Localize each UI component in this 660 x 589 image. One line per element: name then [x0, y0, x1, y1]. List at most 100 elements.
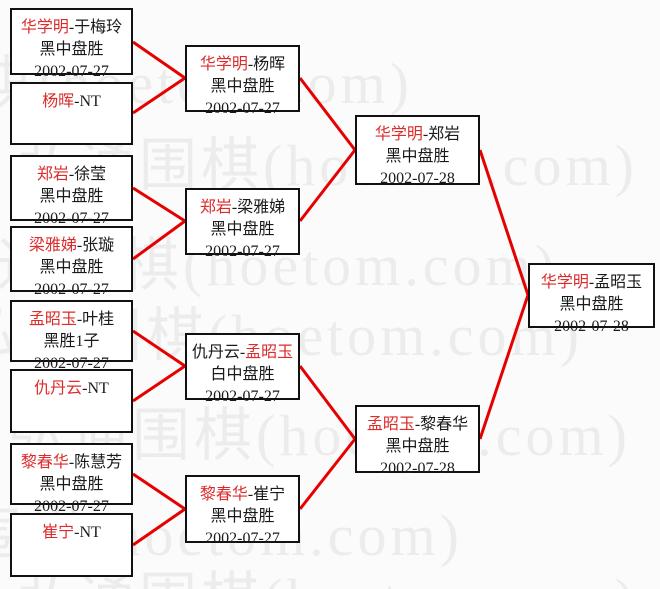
player-name: 陈慧芳 [74, 454, 123, 471]
player-separator: - [247, 56, 254, 73]
player-name: 叶桂 [82, 311, 115, 328]
match-date: 2002-07-27 [34, 210, 109, 227]
match-box-final-1: 华学明-孟昭玉黑中盘胜 2002-07-28 [528, 263, 655, 335]
player-separator: - [74, 93, 80, 110]
match-date: 2002-07-28 [554, 318, 629, 335]
player-separator: - [239, 344, 246, 361]
match-box-round-1-8: 崔宁-NT [10, 513, 133, 577]
match-players: 黎春华-陈慧芳 [12, 452, 131, 474]
winner-name: 梁雅娣 [28, 237, 77, 254]
match-box-round-2-3: 仇丹云-孟昭玉白中盘胜 2002-07-27 [185, 333, 300, 405]
connector-line [132, 76, 186, 115]
match-players: 华学明-郑岩 [357, 124, 478, 146]
connector-line [478, 149, 530, 296]
connector-line [132, 472, 186, 511]
match-players: 孟昭玉-黎春华 [357, 414, 478, 436]
match-box-round-1-3: 郑岩-徐莹黑中盘胜 2002-07-27 [10, 155, 133, 227]
match-date: 2002-07-28 [380, 460, 455, 477]
match-result: 黑中盘胜 [39, 188, 104, 205]
winner-name: 杨晖 [42, 93, 75, 110]
connector-line [132, 186, 186, 223]
player-name: 孟昭玉 [594, 274, 643, 291]
player-separator: - [422, 126, 429, 143]
player-name: NT [79, 93, 101, 110]
match-box-round-1-2: 杨晖-NT [10, 82, 133, 145]
match-box-round-1-6: 仇丹云-NT [10, 369, 133, 433]
player-name: NT [87, 380, 109, 397]
winner-name: 郑岩 [36, 166, 69, 183]
connector-line [298, 149, 357, 222]
match-result: 黑中盘胜 [210, 221, 275, 238]
player-name: 黎春华 [420, 416, 469, 433]
connector-line [132, 364, 186, 403]
match-players: 崔宁-NT [12, 522, 131, 544]
match-result: 黑中盘胜 [39, 41, 104, 58]
winner-name: 郑岩 [199, 199, 232, 216]
match-result: 黑中盘胜 [210, 508, 275, 525]
connector-line [132, 507, 186, 547]
match-result: 黑中盘胜 [39, 476, 104, 493]
player-separator: - [82, 380, 88, 397]
match-box-round-2-4: 黎春华-崔宁黑中盘胜 2002-07-27 [185, 475, 300, 547]
player-separator: - [76, 237, 83, 254]
player-name: 张璇 [82, 237, 115, 254]
connector-line [298, 438, 357, 510]
player-name: 梁雅娣 [237, 199, 286, 216]
player-name: 崔宁 [253, 486, 286, 503]
match-players: 郑岩-徐莹 [12, 164, 131, 186]
player-separator: - [76, 311, 83, 328]
player-name: 仇丹云 [191, 344, 240, 361]
match-date: 2002-07-27 [205, 530, 280, 547]
winner-name: 崔宁 [42, 524, 75, 541]
player-separator: - [74, 524, 80, 541]
player-separator: - [414, 416, 421, 433]
connector-line [132, 40, 186, 80]
connector-line [298, 77, 357, 151]
connector-line [132, 329, 186, 368]
match-players: 孟昭玉-叶桂 [12, 309, 131, 331]
connector-line [478, 294, 530, 440]
winner-name: 华学明 [540, 274, 589, 291]
match-date: 2002-07-27 [34, 498, 109, 515]
winner-name: 华学明 [20, 19, 69, 36]
match-players: 华学明-于梅玲 [12, 17, 131, 39]
match-players: 华学明-孟昭玉 [530, 272, 653, 294]
match-date: 2002-07-28 [380, 170, 455, 187]
player-name: 徐莹 [74, 166, 107, 183]
match-date: 2002-07-27 [34, 281, 109, 298]
match-box-semifinals-1: 华学明-郑岩黑中盘胜 2002-07-28 [355, 115, 480, 187]
player-separator: - [68, 19, 75, 36]
winner-name: 孟昭玉 [28, 311, 77, 328]
match-players: 杨晖-NT [12, 91, 131, 113]
winner-name: 华学明 [199, 56, 248, 73]
match-result: 白中盘胜 [210, 366, 275, 383]
connector-line [298, 365, 357, 440]
match-players: 华学明-杨晖 [187, 54, 298, 76]
match-date: 2002-07-27 [205, 100, 280, 117]
winner-name: 孟昭玉 [366, 416, 415, 433]
winner-name: 华学明 [374, 126, 423, 143]
winner-name: 仇丹云 [34, 380, 83, 397]
match-result: 黑中盘胜 [559, 296, 624, 313]
player-separator: - [231, 199, 238, 216]
match-date: 2002-07-27 [34, 355, 109, 372]
match-players: 仇丹云-孟昭玉 [187, 342, 298, 364]
match-players: 黎春华-崔宁 [187, 484, 298, 506]
match-players: 梁雅娣-张璇 [12, 235, 131, 257]
match-result: 黑中盘胜 [385, 148, 450, 165]
connector-line [132, 219, 186, 261]
winner-name: 黎春华 [20, 454, 69, 471]
winner-name: 黎春华 [199, 486, 248, 503]
player-separator: - [247, 486, 254, 503]
player-name: 杨晖 [253, 56, 286, 73]
match-players: 郑岩-梁雅娣 [187, 197, 298, 219]
match-date: 2002-07-27 [205, 388, 280, 405]
winner-name: 孟昭玉 [245, 344, 294, 361]
